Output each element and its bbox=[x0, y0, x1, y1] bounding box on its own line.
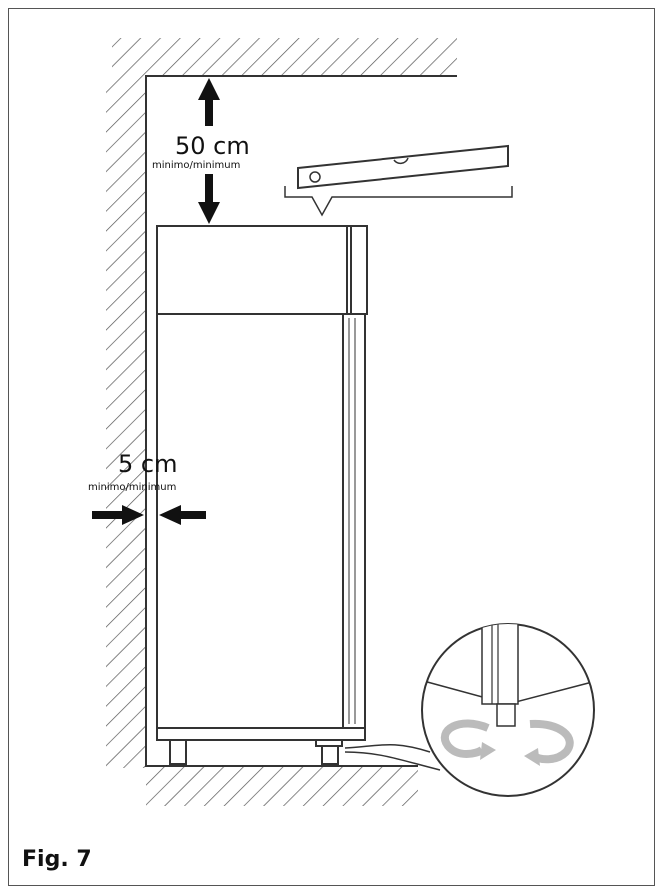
right-arrow-icon bbox=[92, 505, 144, 525]
top-clearance-dimension: 50 cm minimo/minimum bbox=[152, 78, 250, 224]
wall-hatching bbox=[106, 38, 457, 806]
top-clearance-value: 50 cm bbox=[175, 132, 250, 160]
refrigerator-cabinet bbox=[156, 225, 368, 741]
spirit-level bbox=[284, 144, 513, 217]
down-arrow-icon bbox=[198, 174, 220, 224]
callout-line-lower bbox=[344, 751, 441, 771]
spirit-level-bubble bbox=[309, 171, 321, 183]
side-clearance-value: 5 cm bbox=[118, 450, 177, 478]
spirit-level-vial bbox=[393, 157, 409, 164]
callout-line bbox=[344, 744, 431, 753]
rotate-left-arrow-icon bbox=[440, 719, 490, 758]
leveling-feet bbox=[169, 739, 343, 765]
top-clearance-note: minimo/minimum bbox=[152, 160, 240, 171]
side-clearance-note: minimo/minimum bbox=[88, 482, 176, 493]
wall-outline bbox=[145, 75, 457, 767]
figure-frame bbox=[8, 8, 655, 886]
figure-caption: Fig. 7 bbox=[22, 847, 92, 872]
left-arrow-icon bbox=[159, 505, 206, 525]
rotate-right-arrow-icon bbox=[529, 719, 574, 764]
side-clearance-dimension: 5 cm minimo/minimum bbox=[88, 450, 206, 525]
spirit-level-bar bbox=[297, 144, 509, 190]
spirit-level-bracket bbox=[284, 186, 513, 217]
foot-detail-lens bbox=[421, 623, 595, 797]
up-arrow-icon bbox=[198, 78, 220, 126]
